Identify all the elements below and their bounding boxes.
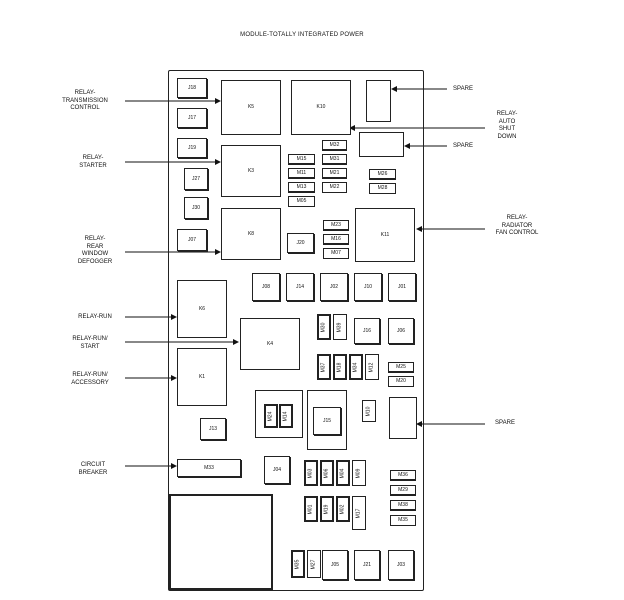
relay-k8: K8 xyxy=(221,208,281,260)
fuse-m03: M03 xyxy=(304,460,318,486)
relay-k11: K11 xyxy=(355,208,415,262)
fuse-m26: M26 xyxy=(369,169,396,180)
fuse-m35: M35 xyxy=(390,515,416,526)
fuse-m24: M24 xyxy=(264,404,278,428)
fuse-j08: J08 xyxy=(252,273,280,301)
fuse-j01: J01 xyxy=(388,273,416,301)
circuit-breaker-m33: M33 xyxy=(177,459,241,477)
fuse-m36: M36 xyxy=(390,470,416,481)
power-module-panel xyxy=(168,70,424,591)
fuse-m15: M15 xyxy=(288,154,315,165)
fuse-m22: M22 xyxy=(322,182,347,193)
fuse-j10: J10 xyxy=(354,273,382,301)
fuse-j16: J16 xyxy=(354,318,380,344)
fuse-j07: J07 xyxy=(177,229,207,251)
label-spare-3: SPARE xyxy=(495,420,515,426)
fuse-m38: M38 xyxy=(390,500,416,511)
fuse-m04: M04 xyxy=(336,460,350,486)
fuse-m05: M05 xyxy=(288,196,315,207)
label-spare-1: SPARE xyxy=(453,86,473,92)
fuse-m02: M02 xyxy=(336,496,350,522)
fuse-m34: M34 xyxy=(349,354,363,380)
fuse-j05: J05 xyxy=(322,550,348,580)
fuse-m20: M20 xyxy=(388,376,414,387)
fuse-m27: M27 xyxy=(307,550,321,578)
fuse-m31: M31 xyxy=(322,154,347,165)
fuse-j30: J30 xyxy=(184,197,208,219)
fuse-j18: J18 xyxy=(177,78,207,98)
fuse-m19: M19 xyxy=(320,496,334,522)
spare-socket-3 xyxy=(389,397,417,439)
fuse-j17: J17 xyxy=(177,108,207,128)
fuse-m37: M37 xyxy=(317,354,331,380)
fuse-j15: J15 xyxy=(313,407,341,435)
fuse-m10: M10 xyxy=(362,400,376,422)
fuse-m35-bottom: M35 xyxy=(291,550,305,578)
main-connector xyxy=(169,494,273,590)
relay-k4: K4 xyxy=(240,318,300,370)
fuse-m30: M30 xyxy=(317,314,331,340)
spare-socket-2 xyxy=(359,132,404,157)
fuse-j06: J06 xyxy=(388,318,414,344)
fuse-j14: J14 xyxy=(286,273,314,301)
fuse-m29: M29 xyxy=(390,485,416,496)
fuse-j21: J21 xyxy=(354,550,380,580)
fuse-m39: M39 xyxy=(333,314,347,340)
fuse-m16: M16 xyxy=(323,234,349,245)
fuse-j19: J19 xyxy=(177,138,207,158)
fuse-m01: M01 xyxy=(304,496,318,522)
fuse-m12: M12 xyxy=(365,354,379,380)
relay-k3: K3 xyxy=(221,145,281,197)
label-relay-run-accessory: RELAY-RUN/ACCESSORY xyxy=(71,372,109,386)
fuse-j02: J02 xyxy=(320,273,348,301)
fuse-m32: M32 xyxy=(322,140,347,151)
fuse-m06: M06 xyxy=(320,460,334,486)
fuse-m13: M13 xyxy=(288,182,315,193)
relay-k5: K5 xyxy=(221,80,281,135)
diagram-title: MODULE-TOTALLY INTEGRATED POWER xyxy=(240,32,364,38)
spare-socket-1 xyxy=(366,80,391,122)
fuse-j13: J13 xyxy=(200,418,226,440)
label-spare-2: SPARE xyxy=(453,143,473,149)
fuse-j03: J03 xyxy=(388,550,414,580)
label-relay-run: RELAY-RUN xyxy=(78,314,112,320)
fuse-j20: J20 xyxy=(287,233,314,253)
label-relay-starter: RELAY-STARTER xyxy=(79,155,107,169)
fuse-m23: M23 xyxy=(323,220,349,231)
fuse-m18: M18 xyxy=(333,354,347,380)
fuse-m11: M11 xyxy=(288,168,315,179)
fuse-m25: M25 xyxy=(388,362,414,373)
fuse-m28: M28 xyxy=(369,183,396,194)
relay-k1: K1 xyxy=(177,348,227,406)
fuse-m09: M09 xyxy=(352,460,366,486)
fuse-m14: M14 xyxy=(279,404,293,428)
relay-k6: K6 xyxy=(177,280,227,338)
fuse-m21: M21 xyxy=(322,168,347,179)
fuse-j04: J04 xyxy=(264,456,290,484)
relay-k10: K10 xyxy=(291,80,351,135)
fuse-m07: M07 xyxy=(323,248,349,259)
fuse-m17: M17 xyxy=(352,496,366,530)
label-relay-run-start: RELAY-RUN/START xyxy=(72,336,108,350)
fuse-j27: J27 xyxy=(184,168,208,190)
